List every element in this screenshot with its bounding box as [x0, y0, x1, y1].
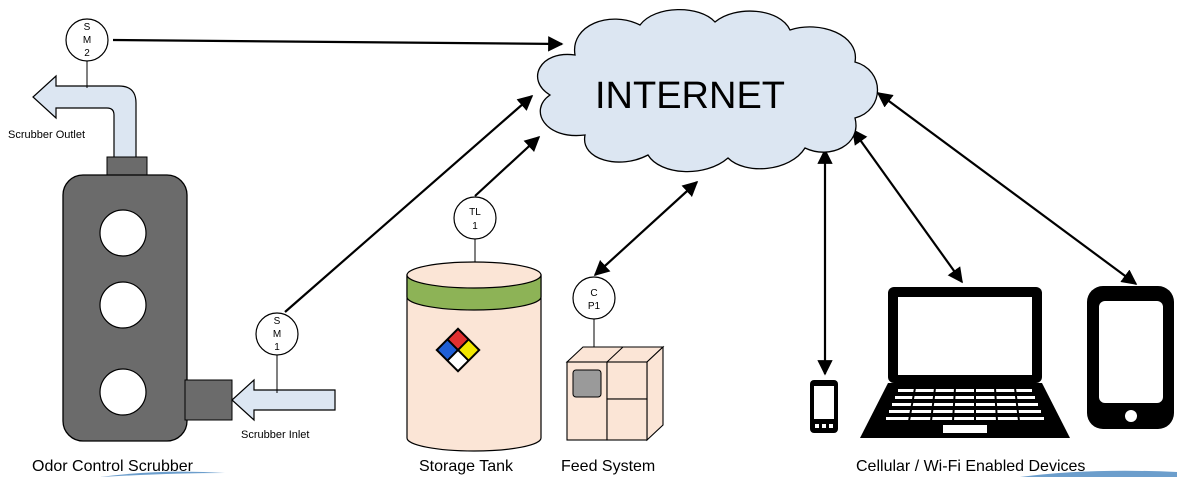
inlet-pipe	[231, 378, 336, 422]
feed-system-label: Feed System	[561, 458, 655, 475]
outlet-collar	[106, 156, 148, 178]
connections	[112, 36, 1138, 376]
feed-system: C P1 Feed System	[561, 276, 665, 475]
sensor-sm1: S M 1	[255, 312, 299, 393]
arrow-sm1-internet	[284, 94, 534, 313]
sensor-tl1-bubble	[453, 196, 497, 240]
sensor-sm2-line-2: M	[83, 35, 91, 46]
sensor-cp1-bubble	[572, 276, 616, 320]
feed-front-right-top	[606, 361, 648, 400]
devices-label: Cellular / Wi-Fi Enabled Devices	[856, 458, 1085, 475]
devices: Cellular / Wi-Fi Enabled Devices	[810, 286, 1174, 475]
cloud-label: INTERNET	[595, 75, 785, 117]
sensor-cp1-line-2: P1	[588, 301, 601, 312]
sensor-cp1-line-1: C	[590, 288, 597, 299]
storage-tank-label: Storage Tank	[419, 458, 514, 475]
sensor-sm2-line-3: 2	[84, 48, 90, 59]
feed-side-face	[646, 345, 664, 442]
tank-top	[406, 261, 542, 289]
arrow-tablet-internet	[876, 92, 1138, 285]
internet-cloud: INTERNET	[537, 8, 878, 173]
sensor-sm1-line-1: S	[274, 316, 281, 327]
arrow-cp1-internet	[593, 180, 699, 277]
scrubber-outlet-label: Scrubber Outlet	[8, 129, 85, 141]
decorative-swoosh-right	[1020, 470, 1177, 477]
cloud-shape	[537, 8, 878, 173]
sensor-sm1-line-3: 1	[274, 342, 280, 353]
outlet-pipe	[32, 74, 137, 159]
sensor-tl1-line-1: TL	[469, 207, 481, 218]
sensor-sm2-bubble	[65, 18, 109, 62]
arrow-tl1-internet	[474, 135, 541, 197]
sensor-sm2: S M 2	[65, 18, 109, 88]
sensor-sm1-bubble	[255, 312, 299, 356]
scrubber-label: Odor Control Scrubber	[32, 458, 194, 475]
inlet-collar	[184, 379, 233, 421]
feed-control-panel	[572, 369, 602, 398]
sensor-sm1-line-2: M	[273, 329, 281, 340]
sensor-sm2-line-1: S	[84, 22, 91, 33]
scrubber-inlet-label: Scrubber Inlet	[241, 429, 309, 441]
smartphone-icon	[810, 380, 838, 433]
arrow-laptop-internet	[852, 128, 963, 284]
storage-tank: TL 1 Storage Tank	[406, 196, 542, 475]
scrubber-port-3	[99, 368, 147, 416]
sensor-tl1-line-2: 1	[472, 221, 478, 232]
odor-control-scrubber: Scrubber Outlet Scrubber Inlet Odor Cont…	[8, 74, 336, 475]
feed-front-right-bottom	[606, 398, 648, 441]
scrubber-port-2	[99, 281, 147, 329]
laptop-icon	[860, 287, 1070, 438]
tank-body	[406, 274, 542, 452]
tablet-icon	[1087, 286, 1174, 429]
scrubber-port-1	[99, 209, 147, 257]
arrow-sm2-internet	[112, 36, 564, 52]
decorative-swoosh-left	[100, 471, 225, 477]
